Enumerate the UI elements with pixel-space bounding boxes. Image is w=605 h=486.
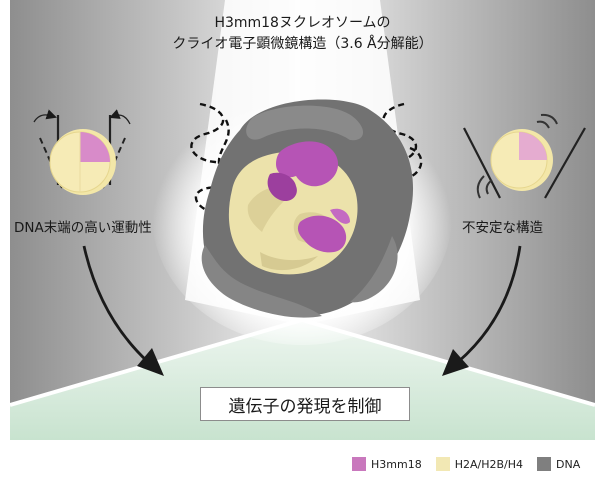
legend-label-dna: DNA: [556, 457, 581, 471]
legend-label-h3mm18: H3mm18: [371, 457, 422, 471]
green-footer-panel: [10, 320, 595, 440]
legend-swatch-h3mm18: [352, 457, 366, 471]
cryo-em-structure: [201, 99, 414, 318]
left-nucleosome-icon: [33, 109, 131, 195]
legend-item-dna: DNA: [537, 457, 580, 471]
legend-label-histone: H2A/H2B/H4: [454, 457, 523, 471]
flow-arrows: [82, 245, 522, 364]
gene-expression-box: 遺伝子の発現を制御: [200, 387, 410, 421]
right-nucleosome-icon: [463, 113, 586, 199]
gene-expression-label: 遺伝子の発現を制御: [228, 396, 382, 417]
title-line-1: H3mm18ヌクレオソームの: [214, 15, 391, 31]
legend-swatch-dna: [537, 457, 551, 471]
label-dna-end-mobility: DNA末端の高い運動性: [14, 220, 152, 236]
legend-item-h3mm18: H3mm18: [352, 457, 422, 471]
title-line-2: クライオ電子顕微鏡構造（3.6 Å分解能）: [172, 36, 433, 52]
legend-item-histone: H2A/H2B/H4: [435, 457, 523, 471]
legend: H3mm18 H2A/H2B/H4 DNA: [352, 457, 594, 471]
legend-swatch-histone: [435, 457, 450, 471]
label-unstable-structure: 不安定な構造: [462, 220, 543, 236]
left-arrow-head: [137, 348, 164, 376]
right-arrow-head: [442, 349, 469, 376]
